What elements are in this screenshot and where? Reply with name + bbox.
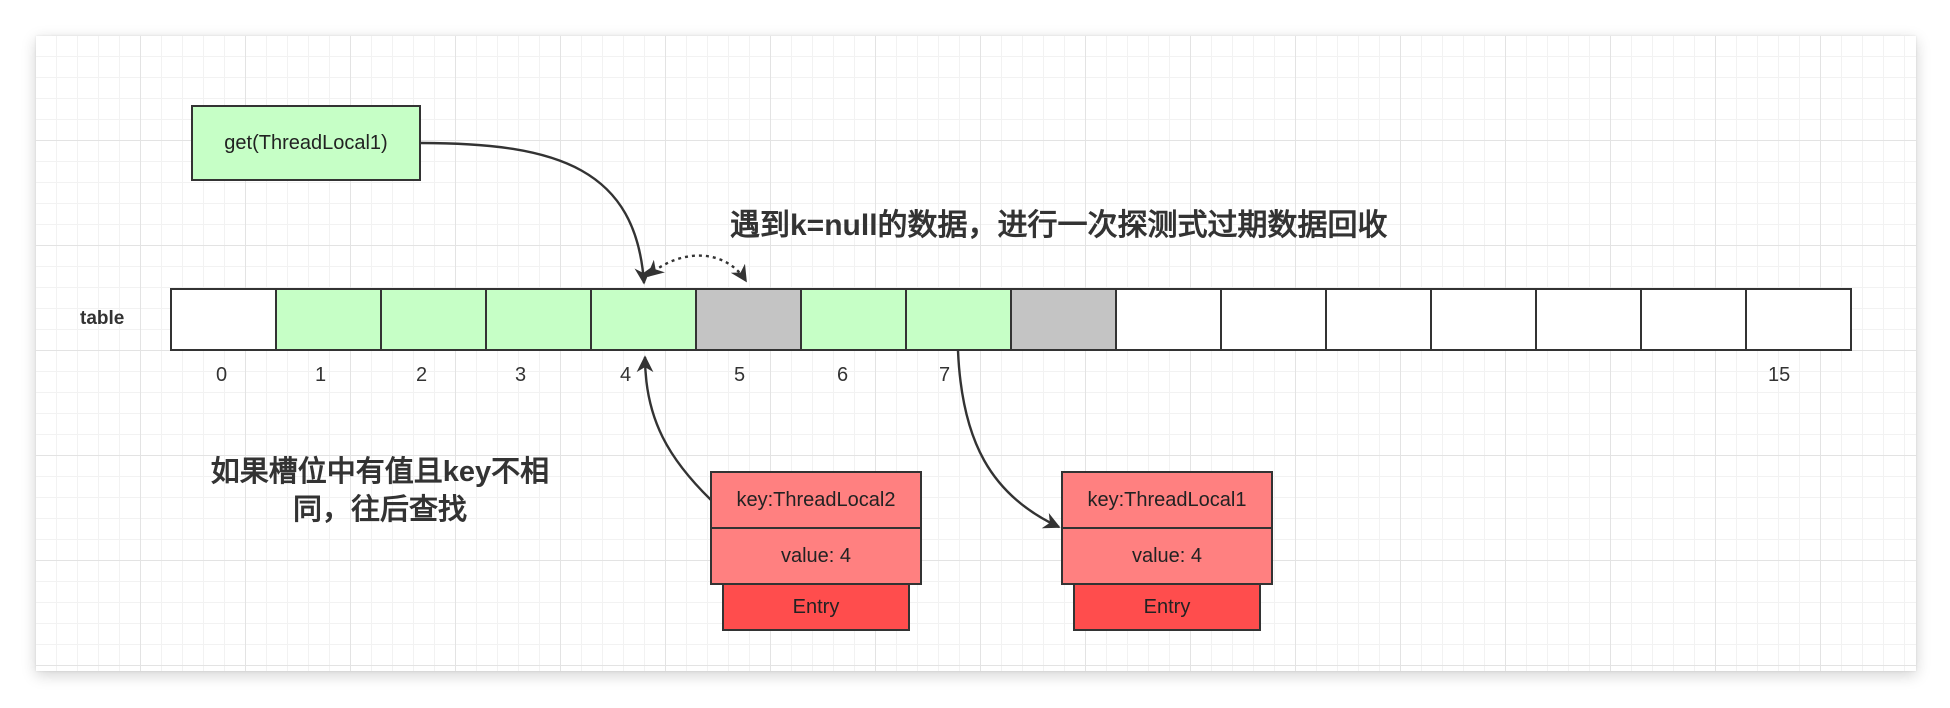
entry-value-label: value: 4 [780,544,852,567]
table-slot [590,288,697,351]
slot-index-label: 5 [734,364,746,386]
entry1-to-slot4-arrow [636,355,712,501]
search-note: 如果槽位中有值且key不相 同，往后查找 [170,453,590,529]
slot-index-label: 4 [620,364,632,386]
get-to-slot4-arrow [420,141,652,285]
table-slot [1430,288,1537,351]
entry-type-label: Entry [1143,595,1191,618]
table-slot [485,288,592,351]
slot-index-label: 3 [515,364,527,386]
entry-value-cell: value: 4 [1061,527,1273,585]
entry-type-label: Entry [792,595,840,618]
search-note-line2: 同，往后查找 [292,494,467,526]
table-slot [800,288,907,351]
probe-dotted-arrow [646,254,748,283]
get-call-box: get(ThreadLocal1) [191,105,421,181]
entry-value-label: value: 4 [1131,544,1203,567]
table-slot [1010,288,1117,351]
probe-note: 遇到k=null的数据，进行一次探测式过期数据回收 [730,209,1388,242]
table-slot [1220,288,1327,351]
slot-index-label: 0 [216,364,228,386]
table-slot [1745,288,1852,351]
table-label: table [80,308,125,329]
table-slot [695,288,802,351]
table-slot [1535,288,1642,351]
table-slot [1325,288,1432,351]
slot7-to-entry2-arrow [956,350,1061,529]
entry-key-cell: key:ThreadLocal2 [710,471,922,529]
table-slot [1640,288,1747,351]
slot-index-label: 15 [1768,364,1791,386]
slot-index-label: 1 [315,364,327,386]
slot-index-label: 7 [939,364,951,386]
entry-key-label: key:ThreadLocal2 [736,488,896,511]
entry-key-label: key:ThreadLocal1 [1087,488,1247,511]
entry-type-cell: Entry [722,583,910,631]
search-note-line1: 如果槽位中有值且key不相 [210,456,550,488]
slot-index-label: 2 [416,364,428,386]
slot-index-label: 6 [837,364,849,386]
entry-key-cell: key:ThreadLocal1 [1061,471,1273,529]
get-call-label: get(ThreadLocal1) [224,131,388,154]
entry-type-cell: Entry [1073,583,1261,631]
table-slot [1115,288,1222,351]
